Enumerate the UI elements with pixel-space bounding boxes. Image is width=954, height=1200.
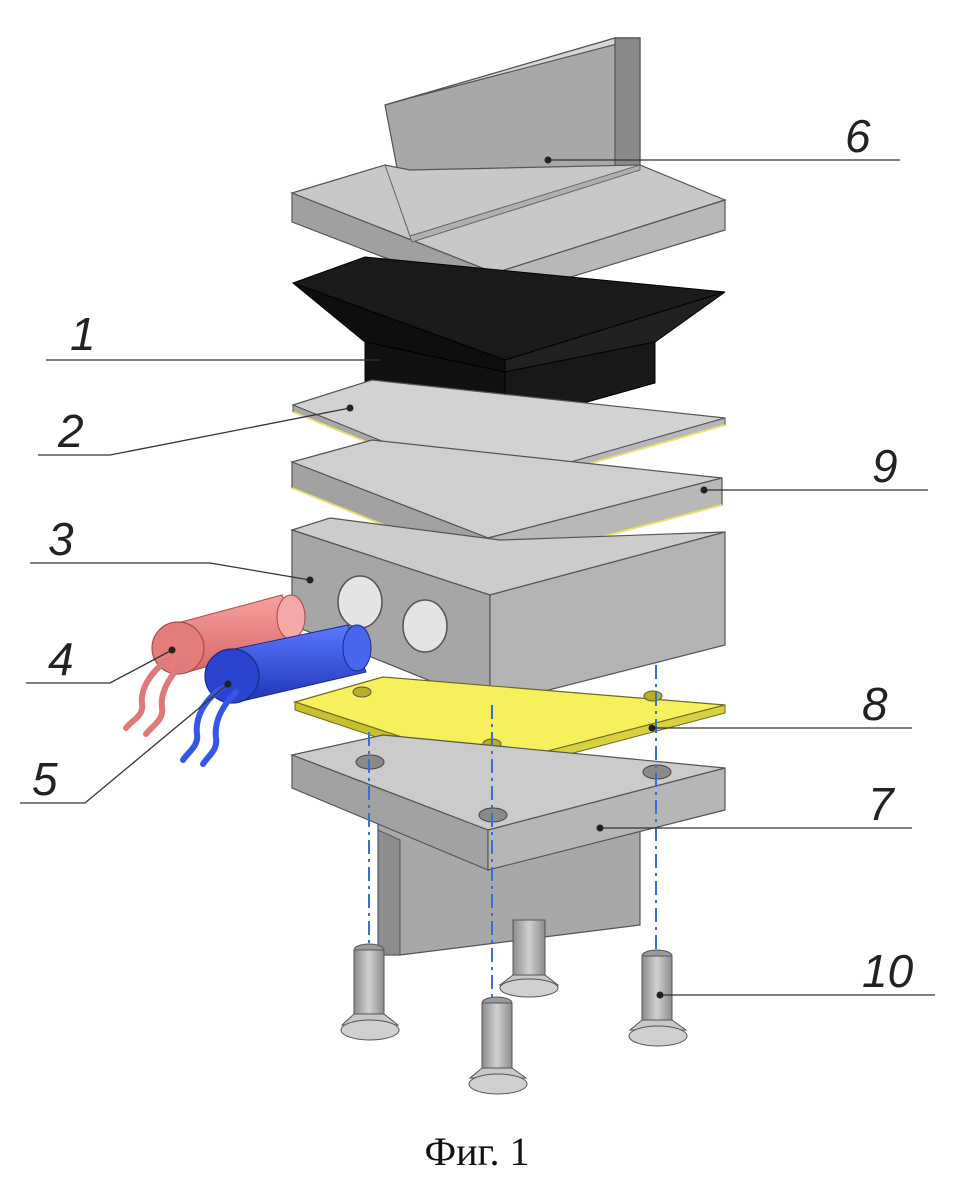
callout-8: 8 xyxy=(862,678,888,730)
screw-front xyxy=(468,996,528,1095)
callout-4: 4 xyxy=(48,633,74,685)
callout-3: 3 xyxy=(48,513,74,565)
part-4-red-tube xyxy=(123,594,306,737)
part-3-heat-exchanger-block xyxy=(290,517,726,706)
screw-back xyxy=(498,919,560,998)
callout-2: 2 xyxy=(57,405,84,457)
screw-left xyxy=(340,943,400,1041)
callout-leaders xyxy=(20,159,935,996)
figure-caption: Фиг. 1 xyxy=(424,1129,530,1174)
assembly-axis-lines xyxy=(368,665,657,1000)
callout-9: 9 xyxy=(872,440,898,492)
screw-right xyxy=(628,949,688,1047)
callout-1: 1 xyxy=(70,308,96,360)
part-7-bottom-bracket xyxy=(289,734,726,956)
callout-6: 6 xyxy=(845,110,871,162)
callout-5: 5 xyxy=(32,753,58,805)
callout-7: 7 xyxy=(868,778,895,830)
callout-10: 10 xyxy=(862,945,914,997)
part-10-screws xyxy=(340,919,688,1095)
callout-dots xyxy=(168,156,708,999)
